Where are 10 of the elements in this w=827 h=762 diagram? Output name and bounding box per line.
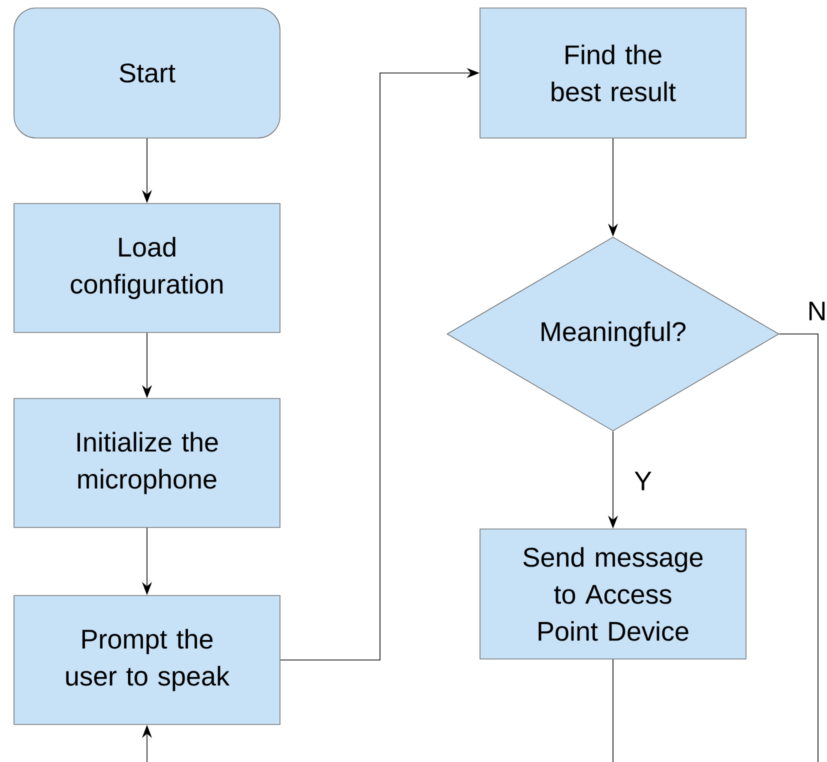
edge-label: N [806,300,827,322]
start-terminal: Start [14,8,280,138]
process-box: Load configuration [14,203,280,333]
connector-line [779,334,818,762]
edge-label: Y [633,470,653,492]
process-box: Send message to Access Point Device [480,528,746,660]
process-box: Initialize the microphone [14,398,280,528]
process-box: Prompt the user to speak [14,595,280,725]
connector-line [612,659,614,762]
process-box: Find the best result [480,8,746,138]
